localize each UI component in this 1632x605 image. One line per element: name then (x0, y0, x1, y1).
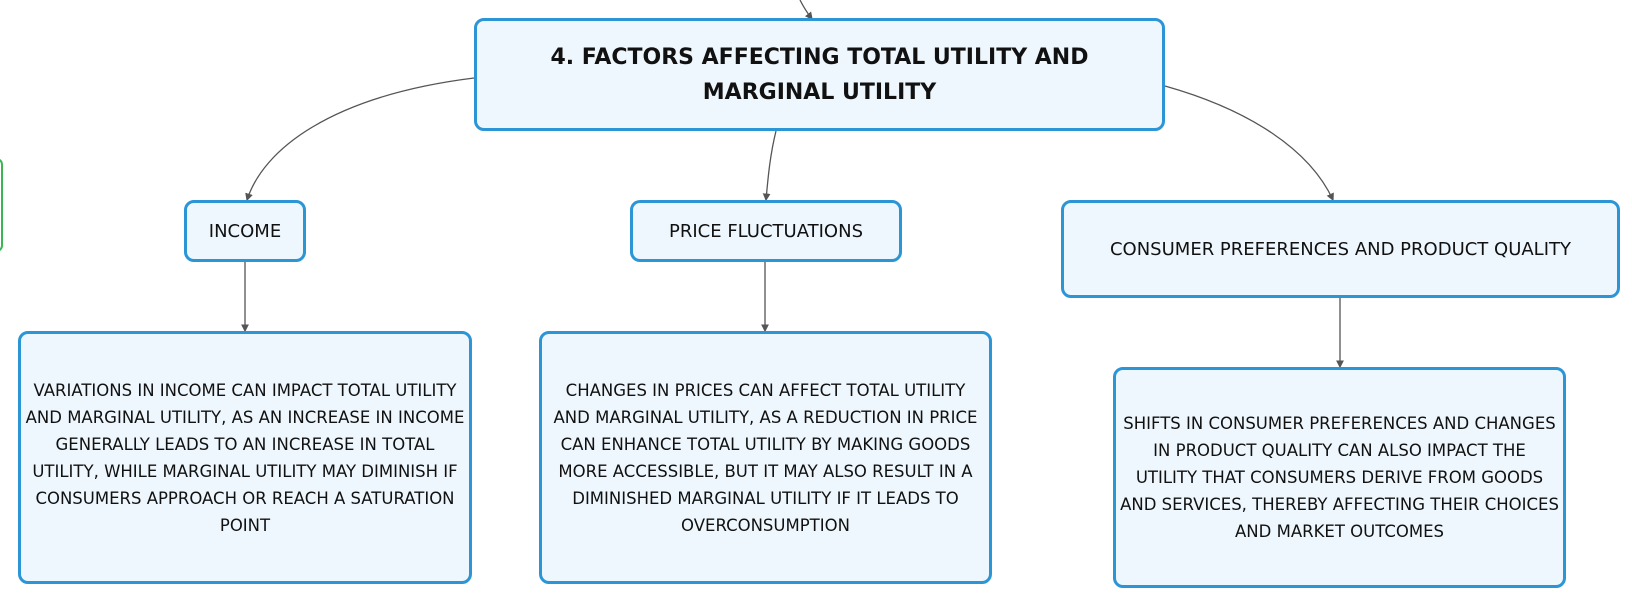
branch-label-income: INCOME (208, 220, 282, 242)
detail-text-consumer-preferences: SHIFTS IN CONSUMER PREFERENCES AND CHANG… (1120, 414, 1559, 541)
branch-node-consumer-preferences[interactable]: CONSUMER PREFERENCES AND PRODUCT QUALITY (1061, 200, 1620, 298)
connector-root-to-price-fluctuations (762, 130, 777, 202)
branch-label-consumer-preferences: CONSUMER PREFERENCES AND PRODUCT QUALITY (1109, 238, 1572, 260)
incoming-connector (799, 0, 813, 21)
detail-text-income: VARIATIONS IN INCOME CAN IMPACT TOTAL UT… (25, 380, 465, 535)
offscreen-node-edge[interactable] (0, 158, 3, 252)
root-topic-label: 4. FACTORS AFFECTING TOTAL UTILITY AND M… (550, 44, 1089, 105)
connector-root-to-consumer-preferences (1164, 85, 1334, 202)
detail-text-price-fluctuations: CHANGES IN PRICES CAN AFFECT TOTAL UTILI… (553, 380, 978, 535)
detail-node-consumer-preferences[interactable]: SHIFTS IN CONSUMER PREFERENCES AND CHANG… (1113, 367, 1566, 588)
detail-node-price-fluctuations[interactable]: CHANGES IN PRICES CAN AFFECT TOTAL UTILI… (539, 331, 992, 584)
connector-root-to-income (245, 77, 475, 202)
branch-node-price-fluctuations[interactable]: PRICE FLUCTUATIONS (630, 200, 902, 262)
branch-label-price-fluctuations: PRICE FLUCTUATIONS (668, 220, 863, 242)
detail-node-income[interactable]: VARIATIONS IN INCOME CAN IMPACT TOTAL UT… (18, 331, 472, 584)
root-topic-node[interactable]: 4. FACTORS AFFECTING TOTAL UTILITY AND M… (474, 18, 1165, 131)
branch-node-income[interactable]: INCOME (184, 200, 306, 262)
